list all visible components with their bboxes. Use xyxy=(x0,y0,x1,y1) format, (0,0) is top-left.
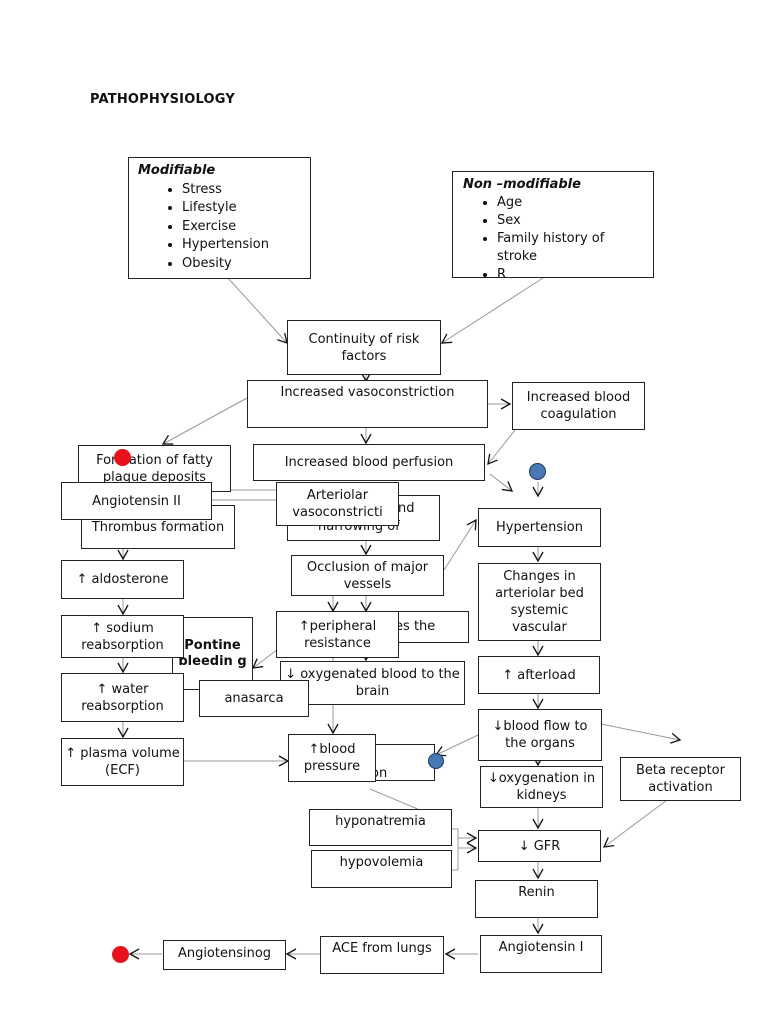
arrow-coagulation-to-perfusion xyxy=(487,429,516,466)
list-item: Obesity xyxy=(182,255,302,274)
red-marker-dot xyxy=(114,449,131,466)
bracket-hypo xyxy=(452,828,459,871)
node-blood-coagulation: Increased blood coagulation xyxy=(512,382,645,430)
node-angiotensinog: Angiotensinog xyxy=(163,940,286,970)
non-modifiable-list: Age Sex Family history of stroke R xyxy=(463,194,645,277)
node-hypovolemia: hypovolemia xyxy=(311,850,452,888)
list-item: R xyxy=(497,266,645,277)
node-afterload: ↑ afterload xyxy=(478,656,600,694)
node-arteriolar-vasoconstriction: Arteriolar vasoconstricti xyxy=(276,482,399,526)
arrow-vasoconstriction-to-plaque xyxy=(161,397,248,445)
node-oxygenated-brain: ↓ oxygenated blood to the brain xyxy=(280,661,465,705)
node-ace-lungs: ACE from lungs xyxy=(320,936,444,974)
arrow-nonmodifiable-to-continuity xyxy=(440,277,544,344)
hidden-text-and: nd xyxy=(398,501,415,516)
node-angiotensin-ii: Angiotensin II xyxy=(61,482,212,520)
node-pontine-bleeding: Pontine bleedin g xyxy=(172,617,253,690)
node-occlusion: Occlusion of major vessels xyxy=(291,555,444,596)
list-item: Age xyxy=(497,194,645,212)
node-sodium: ↑ sodium reabsorption xyxy=(61,615,184,658)
arrow-occlusion-to-hypertension xyxy=(443,518,477,571)
modifiable-heading: Modifiable xyxy=(138,163,216,178)
page-title: PATHOPHYSIOLOGY xyxy=(90,92,235,107)
list-item: Exercise xyxy=(182,218,302,237)
arrow-beta-to-gfr xyxy=(602,799,668,848)
blue-marker-dot xyxy=(529,463,546,480)
list-item: Lifestyle xyxy=(182,199,302,218)
list-item: Stress xyxy=(182,181,302,200)
arrow-bp-to-hyponatremia xyxy=(369,788,421,811)
node-arteriolar-bed: Changes in arteriolar bed systemic vascu… xyxy=(478,563,601,641)
blue-marker-dot xyxy=(428,753,444,769)
arrow-bloodflow-to-beta xyxy=(600,723,682,744)
arrow-bloodflow-to-bp xyxy=(434,734,479,757)
node-renin: Renin xyxy=(475,880,598,918)
node-oxygenation-kidneys: ↓oxygenation in kidneys xyxy=(480,766,603,808)
node-water: ↑ water reabsorption xyxy=(61,673,184,722)
node-blood-flow-organs: ↓blood flow to the organs xyxy=(478,709,602,761)
arrow-modifiable-to-continuity xyxy=(227,277,288,344)
node-blood-perfusion: Increased blood perfusion xyxy=(253,444,485,481)
red-marker-dot xyxy=(112,946,129,963)
node-continuity: Continuity of risk factors xyxy=(287,320,441,375)
list-item: Sex xyxy=(497,212,645,230)
node-gfr: ↓ GFR xyxy=(478,830,601,862)
non-modifiable-heading: Non –modifiable xyxy=(463,177,581,192)
node-angiotensin-i: Angiotensin I xyxy=(480,935,602,973)
node-aldosterone: ↑ aldosterone xyxy=(61,560,184,599)
node-vasoconstriction: Increased vasoconstriction xyxy=(247,380,488,428)
node-beta-receptor: Beta receptor activation xyxy=(620,757,741,801)
list-item: Family history of stroke xyxy=(497,230,645,266)
non-modifiable-risk-box: Non –modifiable Age Sex Family history o… xyxy=(452,171,654,278)
node-peripheral-resistance: ↑peripheral resistance xyxy=(276,611,399,658)
node-hyponatremia: hyponatremia xyxy=(309,809,452,846)
modifiable-list: Stress Lifestyle Exercise Hypertension O… xyxy=(138,181,302,274)
node-plasma-volume: ↑ plasma volume (ECF) xyxy=(61,738,184,786)
list-item: Hypertension xyxy=(182,236,302,255)
arrow-perfusion-to-hypertension xyxy=(489,473,514,492)
node-hypertension: Hypertension xyxy=(478,508,601,547)
node-blood-pressure: ↑blood pressure xyxy=(288,734,376,782)
node-anasarca: anasarca xyxy=(199,680,309,717)
modifiable-risk-box: Modifiable Stress Lifestyle Exercise Hyp… xyxy=(128,157,311,279)
